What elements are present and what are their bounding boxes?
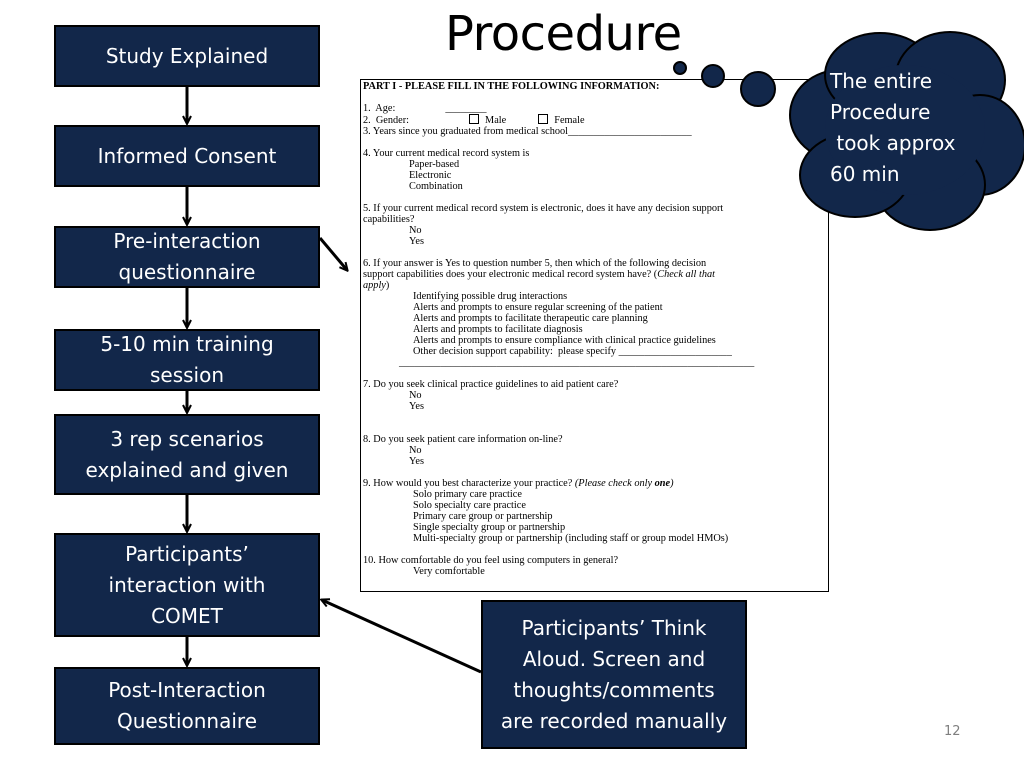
page-number: 12 [944, 724, 961, 739]
arrow-to-questionnaire [318, 237, 347, 270]
q7-option: Yes [409, 401, 424, 412]
q9-option: Multi-specialty group or partnership (in… [413, 533, 729, 544]
q8-option: No [409, 445, 422, 456]
q6-option: Other decision support capability: pleas… [413, 346, 732, 357]
q6-option: Alerts and prompts to facilitate therape… [413, 313, 648, 324]
q8-online: 8. Do you seek patient care information … [363, 434, 563, 445]
q6-option: Alerts and prompts to ensure compliance … [413, 335, 716, 346]
thought-bubble-small [673, 61, 687, 75]
step-rep-scenarios: 3 rep scenarios explained and given [54, 414, 320, 495]
q7-guidelines: 7. Do you seek clinical practice guideli… [363, 379, 619, 390]
cloud-text: The entire Procedure took approx 60 min [830, 69, 956, 186]
q1-age: 1. Age:________ [363, 103, 487, 114]
step-pre-interaction-questionnaire: Pre-interaction questionnaire [54, 226, 320, 288]
q10-computers: 10. How comfortable do you feel using co… [363, 555, 619, 566]
q6-option: Alerts and prompts to ensure regular scr… [413, 302, 663, 313]
step-informed-consent: Informed Consent [54, 125, 320, 187]
q6-option: Identifying possible drug interactions [413, 291, 568, 302]
q6-line2: support capabilities does your electroni… [363, 269, 715, 280]
q4-option: Combination [409, 181, 463, 192]
q5-option: Yes [409, 236, 424, 247]
q5-option: No [409, 225, 422, 236]
step-participants-interaction: Participants’ interaction with COMET [54, 533, 320, 637]
q4-record-system: 4. Your current medical record system is [363, 148, 530, 159]
q7-option: No [409, 390, 422, 401]
q6-rule: ________________________________________… [399, 357, 755, 368]
form-header: PART I - PLEASE FILL IN THE FOLLOWING IN… [363, 81, 660, 92]
q6-line1: 6. If your answer is Yes to question num… [363, 258, 707, 269]
q6-option: Alerts and prompts to facilitate diagnos… [413, 324, 583, 335]
q3-years: 3. Years since you graduated from medica… [363, 126, 692, 137]
q6-line3: apply) [363, 280, 390, 291]
q5-line2: capabilities? [363, 214, 415, 225]
thought-cloud [789, 31, 1024, 231]
q5-line1: 5. If your current medical record system… [363, 203, 724, 214]
q4-option: Paper-based [409, 159, 460, 170]
step-post-interaction-questionnaire: Post-Interaction Questionnaire [54, 667, 320, 745]
step-training-session: 5-10 min training session [54, 329, 320, 391]
q9-option: Solo specialty care practice [413, 500, 526, 511]
q10-option: Very comfortable [413, 566, 485, 577]
q4-option: Electronic [409, 170, 452, 181]
q9-option: Solo primary care practice [413, 489, 522, 500]
male-checkbox [469, 114, 480, 124]
q9-practice: 9. How would you best characterize your … [363, 478, 674, 489]
q9-option: Single specialty group or partnership [413, 522, 566, 533]
arrow-note-to-interaction [322, 600, 482, 674]
think-aloud-note: Participants’ Think Aloud. Screen and th… [481, 600, 747, 749]
q8-option: Yes [409, 456, 424, 467]
q9-option: Primary care group or partnership [413, 511, 553, 522]
step-study-explained: Study Explained [54, 25, 320, 87]
female-checkbox [538, 114, 549, 124]
questionnaire-image: PART I - PLEASE FILL IN THE FOLLOWING IN… [360, 79, 829, 592]
slide-title: Procedure [445, 6, 682, 62]
